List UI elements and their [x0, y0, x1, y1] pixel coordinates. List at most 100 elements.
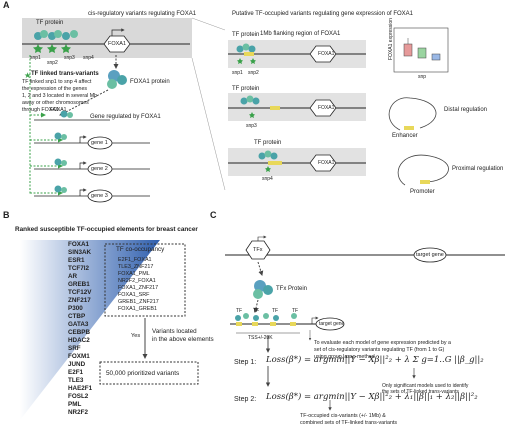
right-row-2: [228, 93, 366, 121]
flank-label: 1Mb flanking region of FOXA1: [260, 31, 341, 37]
panel-b-label: B: [3, 210, 10, 220]
step2-equation: Loss(β*) = argmin||Y − Xβ||²₂ + λ₁||β||₁…: [266, 392, 478, 402]
snp1-label: snp1: [30, 55, 41, 61]
tf-protein-r1: TF protein: [232, 32, 260, 38]
element-1: SIN3AK: [68, 249, 92, 256]
distal-loop: [388, 97, 437, 131]
tf-mark-3: TF: [292, 308, 299, 314]
foxa1-small-label: FOXA1: [50, 107, 67, 113]
cooccupancy-box: [104, 243, 186, 317]
foxa1-r2: FOXA1: [318, 105, 335, 111]
trans-variant-links: [29, 55, 63, 196]
cooccupancy-title: TF co-occupancy: [116, 246, 165, 253]
tf-protein-label: TF protein: [36, 20, 64, 26]
tss-arrow: [111, 28, 125, 36]
panel-c-label: C: [210, 210, 217, 220]
yes-label: Yes: [131, 333, 141, 339]
element-18: HAE2F1: [68, 385, 93, 392]
element-2: ESR1: [68, 257, 85, 264]
step1-note-1: the sets of TF-linked trans-variants: [382, 389, 459, 395]
proximal-loop: [397, 154, 449, 186]
foxa1-r1: FOXA1: [318, 51, 335, 57]
pair-5: FOXA1_SRF: [118, 292, 150, 298]
tfx-label: TFx: [253, 247, 263, 253]
target-gene-label: target gene: [416, 252, 444, 258]
boxplot-panel: [393, 27, 449, 73]
element-7: ZNF217: [68, 297, 91, 304]
foxa1-protein-label: FOXA1 protein: [130, 79, 170, 85]
small-protein-blobs: [54, 110, 73, 193]
element-3: TCF7l2: [68, 265, 89, 272]
element-12: HDAC2: [68, 337, 90, 344]
gene-regulated-label: Gene regulated by FOXA1: [90, 114, 161, 120]
pair-3: NR2F2_FOXA1: [118, 278, 156, 284]
element-14: FOXM1: [68, 353, 90, 360]
variants-located-1: in the above elements: [152, 336, 214, 343]
desc-2: using group lasso method: [314, 354, 375, 360]
pair-7: FOXA1_GREB1: [118, 306, 157, 312]
snp-axis-label: snp: [418, 74, 427, 80]
prioritized-label: 50,000 prioritized variants: [106, 370, 180, 377]
gene-2: gene 2: [91, 166, 108, 172]
trans-desc-3: away or other chromosomes: [22, 100, 89, 106]
right-row-1: [228, 40, 366, 68]
gene-3: gene 3: [91, 193, 108, 199]
snp3-r2: snp3: [246, 123, 257, 129]
trans-desc-4: through FOXA1: [22, 107, 59, 113]
snp4-r3: snp4: [262, 176, 273, 182]
snp4-label: snp4: [83, 55, 94, 61]
step1-equation: Loss(β*) = argmin||Y − Xβ||²₂ + λ Σ g=1.…: [266, 355, 484, 365]
element-11: CEBPB: [68, 329, 91, 336]
element-9: CTBP: [68, 313, 86, 320]
enhancer-label: Enhancer: [392, 133, 418, 139]
panel-a-label: A: [3, 0, 10, 10]
snp2-label: snp2: [47, 60, 58, 66]
snp2-r1: snp2: [248, 70, 259, 76]
pair-6: GREB1_ZNF217: [118, 299, 159, 305]
foxa1-hexagon: [103, 35, 131, 53]
gene-ovals: [87, 136, 113, 203]
element-15: JUND: [68, 361, 86, 368]
tf-protein-r3: TF protein: [254, 140, 282, 146]
trans-desc-1: the expression of the genes: [22, 86, 88, 92]
panel-a-header-left: cis-regulatory variants regulating FOXA1: [88, 11, 197, 17]
distal-label: Distal regulation: [444, 107, 488, 113]
gene-rows: [34, 119, 150, 197]
tf-mark-0: TF: [236, 308, 243, 314]
expr-axis-label: FOXA1 expression: [388, 18, 394, 60]
tf-mark-2: TF: [272, 308, 279, 314]
step2-label: Step 2:: [234, 396, 257, 403]
c-tf-blobs: [235, 313, 297, 321]
target-gene-c2: target gene: [319, 321, 345, 327]
proximal-label: Proximal regulation: [452, 166, 504, 172]
snp3-label: snp3: [64, 55, 75, 61]
trans-title: TF linked trans-variants: [31, 71, 99, 77]
element-17: TLE3: [68, 377, 84, 384]
trans-desc-2: 1, 2 and 3 located in several Mb: [22, 93, 98, 99]
pair-4: FOXA1_ZNF217: [118, 285, 159, 291]
element-4: AR: [68, 273, 78, 280]
tf-protein-cluster: [34, 30, 78, 40]
desc-0: To evaluate each model of gene expressio…: [314, 340, 451, 346]
variants-located-0: Variants located: [152, 328, 197, 335]
step1-label: Step 1:: [234, 359, 257, 366]
promoter-label: Promoter: [410, 189, 435, 195]
pair-2: FOXA1_PML: [118, 271, 150, 277]
element-16: E2F1: [68, 369, 84, 376]
foxa1-r3: FOXA1: [318, 160, 335, 166]
trans-desc-0: TF linked snp1 to snp 4 affect: [22, 79, 92, 85]
snp-stars: [33, 44, 71, 53]
prioritized-box: [99, 361, 199, 385]
element-21: NR2F2: [68, 409, 88, 416]
foxa1-protein-blob: [107, 70, 127, 89]
tf-protein-r2: TF protein: [232, 86, 260, 92]
tfx-protein-label: TFx Protein: [276, 286, 308, 292]
step2-note-0: TF-occupied cis-variants (+/- 1Mb) &: [300, 413, 386, 419]
tfx-protein-blob: [253, 280, 273, 299]
foxa1-label: FOXA1: [108, 41, 127, 47]
tfx-hexagon: [245, 240, 271, 260]
gene-1: gene 1: [91, 140, 108, 146]
element-10: GATA3: [68, 321, 89, 328]
tss-label: TSS+/-20K: [248, 335, 273, 341]
